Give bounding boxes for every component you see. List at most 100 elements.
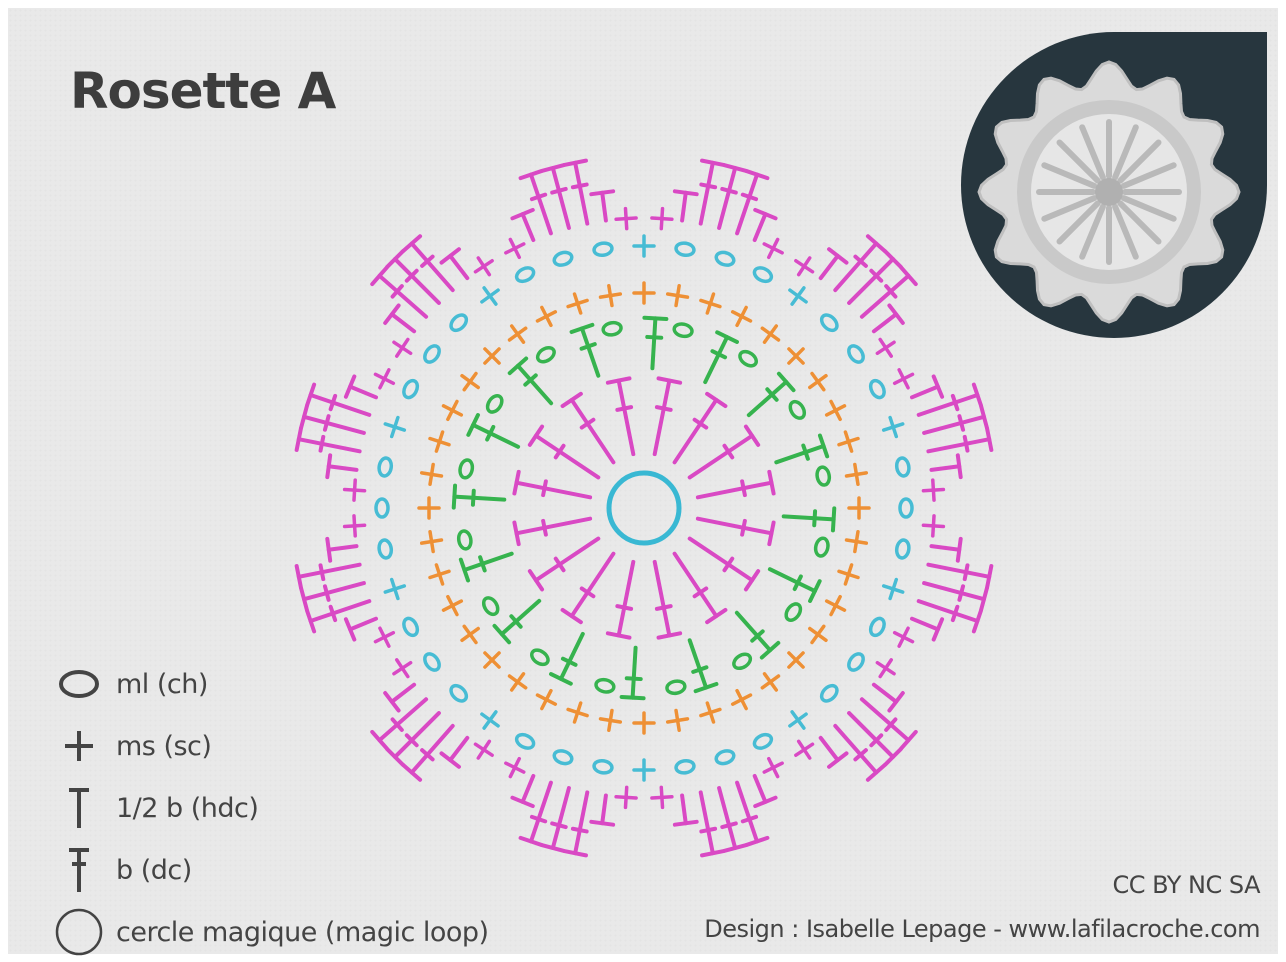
round1-double-crochet xyxy=(514,508,592,544)
stitch-cross-bar xyxy=(532,195,545,199)
stitch-post xyxy=(705,337,727,382)
stitch-cross-bar xyxy=(959,586,963,600)
stitch-top-bar xyxy=(958,539,961,561)
sc-stroke-cross xyxy=(430,465,433,485)
stitch-cross-bar xyxy=(722,823,736,827)
stitch-post xyxy=(553,168,569,228)
chain-loop xyxy=(422,343,442,365)
round4-chain xyxy=(895,539,910,559)
round4-chain xyxy=(593,242,613,257)
single-crochet-stitch xyxy=(804,620,832,648)
photo-rosette-center xyxy=(1095,178,1123,206)
single-crochet-stitch xyxy=(756,668,784,696)
round5-petal-stitch xyxy=(867,676,903,711)
legend-item-half-double-crochet: 1/2 b (hdc) xyxy=(54,780,534,836)
round2-double-crochet xyxy=(695,332,737,387)
single-crochet-stitch xyxy=(427,562,452,587)
sc-stroke-cross xyxy=(933,516,934,536)
round5-petal-stitch xyxy=(591,794,616,825)
single-crochet-stitch xyxy=(698,700,723,725)
sc-stroke-cross xyxy=(796,261,813,272)
stitch-post xyxy=(602,193,606,221)
stitch-top-bar xyxy=(675,822,697,825)
round1-double-crochet xyxy=(608,560,644,638)
single-crochet-stitch xyxy=(756,320,784,348)
chain-loop xyxy=(819,683,840,704)
round4-chain xyxy=(819,312,840,333)
stitch-cross-bar xyxy=(563,659,576,665)
stitch-cross-bar xyxy=(657,606,671,609)
round4-chain xyxy=(846,651,866,673)
round2-chain xyxy=(673,322,693,338)
round2-double-crochet xyxy=(783,505,834,530)
stitch-top-bar xyxy=(707,610,725,622)
chain-loop xyxy=(458,459,474,479)
stitch-cross-bar xyxy=(742,481,745,495)
single-crochet-stitch xyxy=(616,208,637,229)
round4-chain xyxy=(378,457,393,477)
stitch-top-bar xyxy=(987,428,991,450)
chain-loop xyxy=(816,466,831,486)
chain-loop xyxy=(783,601,803,623)
sc-stroke-cross xyxy=(616,218,636,219)
stitch-top-bar xyxy=(608,633,630,637)
credits: CC BY NC SA Design : Isabelle Lepage - w… xyxy=(704,870,1260,944)
stitch-post xyxy=(912,387,938,398)
stitch-post xyxy=(924,583,984,599)
round2-chain xyxy=(787,399,807,421)
stitch-top-bar xyxy=(981,589,987,610)
chain-loop xyxy=(514,265,535,284)
stitch-post xyxy=(924,417,984,433)
single-crochet-stitch xyxy=(456,620,484,648)
stitch-cross-bar xyxy=(552,189,566,193)
round4-chain xyxy=(752,732,773,751)
round4-chain xyxy=(715,250,736,267)
round4-chain xyxy=(819,683,840,704)
sc-stroke-cross xyxy=(880,339,891,356)
stitch-post xyxy=(755,776,766,802)
round2-double-crochet xyxy=(765,559,820,601)
round5-petal-stitch xyxy=(372,268,433,325)
single-crochet-stitch xyxy=(533,686,560,713)
chain-loop xyxy=(868,616,887,637)
round1-double-crochet xyxy=(696,472,774,508)
single-crochet-stitch xyxy=(728,686,755,713)
stitch-post xyxy=(755,214,766,240)
stitch-top-bar xyxy=(301,589,307,610)
stitch-top-bar xyxy=(725,845,746,851)
stitch-cross-bar xyxy=(953,607,957,620)
stitch-post xyxy=(698,519,772,534)
round2-chain xyxy=(602,321,622,336)
stitch-post xyxy=(690,436,752,478)
single-crochet-stitch xyxy=(872,334,900,362)
round2-chain xyxy=(666,680,686,695)
round5-petal-stitch xyxy=(591,191,616,222)
stitch-post xyxy=(572,554,614,616)
stitch-post xyxy=(784,516,834,519)
stitch-cross-bar xyxy=(487,427,493,440)
round2-chain xyxy=(783,601,803,623)
stitch-top-bar xyxy=(563,610,581,622)
round1-double-crochet xyxy=(608,378,644,456)
stitch-post xyxy=(737,783,757,842)
single-crochet-stitch xyxy=(836,562,861,587)
chain-loop xyxy=(553,749,574,766)
single-crochet-stitch xyxy=(822,397,849,424)
sc-stroke-cross xyxy=(812,626,824,642)
single-crochet-stitch xyxy=(698,291,723,316)
single-crochet-stitch xyxy=(634,283,654,303)
stitch-post xyxy=(719,168,735,228)
round2-double-crochet xyxy=(729,606,779,658)
single-crochet-stitch xyxy=(651,208,672,229)
stitch-cross-bar xyxy=(325,416,329,430)
stitch-post xyxy=(502,601,539,634)
stitch-cross-bar xyxy=(743,195,756,199)
stitch-post xyxy=(304,583,364,599)
single-crochet-stitch xyxy=(456,368,484,396)
chain-loop xyxy=(457,530,472,550)
chain-loop xyxy=(376,499,388,517)
stitch-cross-bar xyxy=(803,446,808,459)
chain-loop xyxy=(553,250,574,267)
sc-stroke-cross xyxy=(812,374,824,390)
stitch-post xyxy=(572,400,614,462)
